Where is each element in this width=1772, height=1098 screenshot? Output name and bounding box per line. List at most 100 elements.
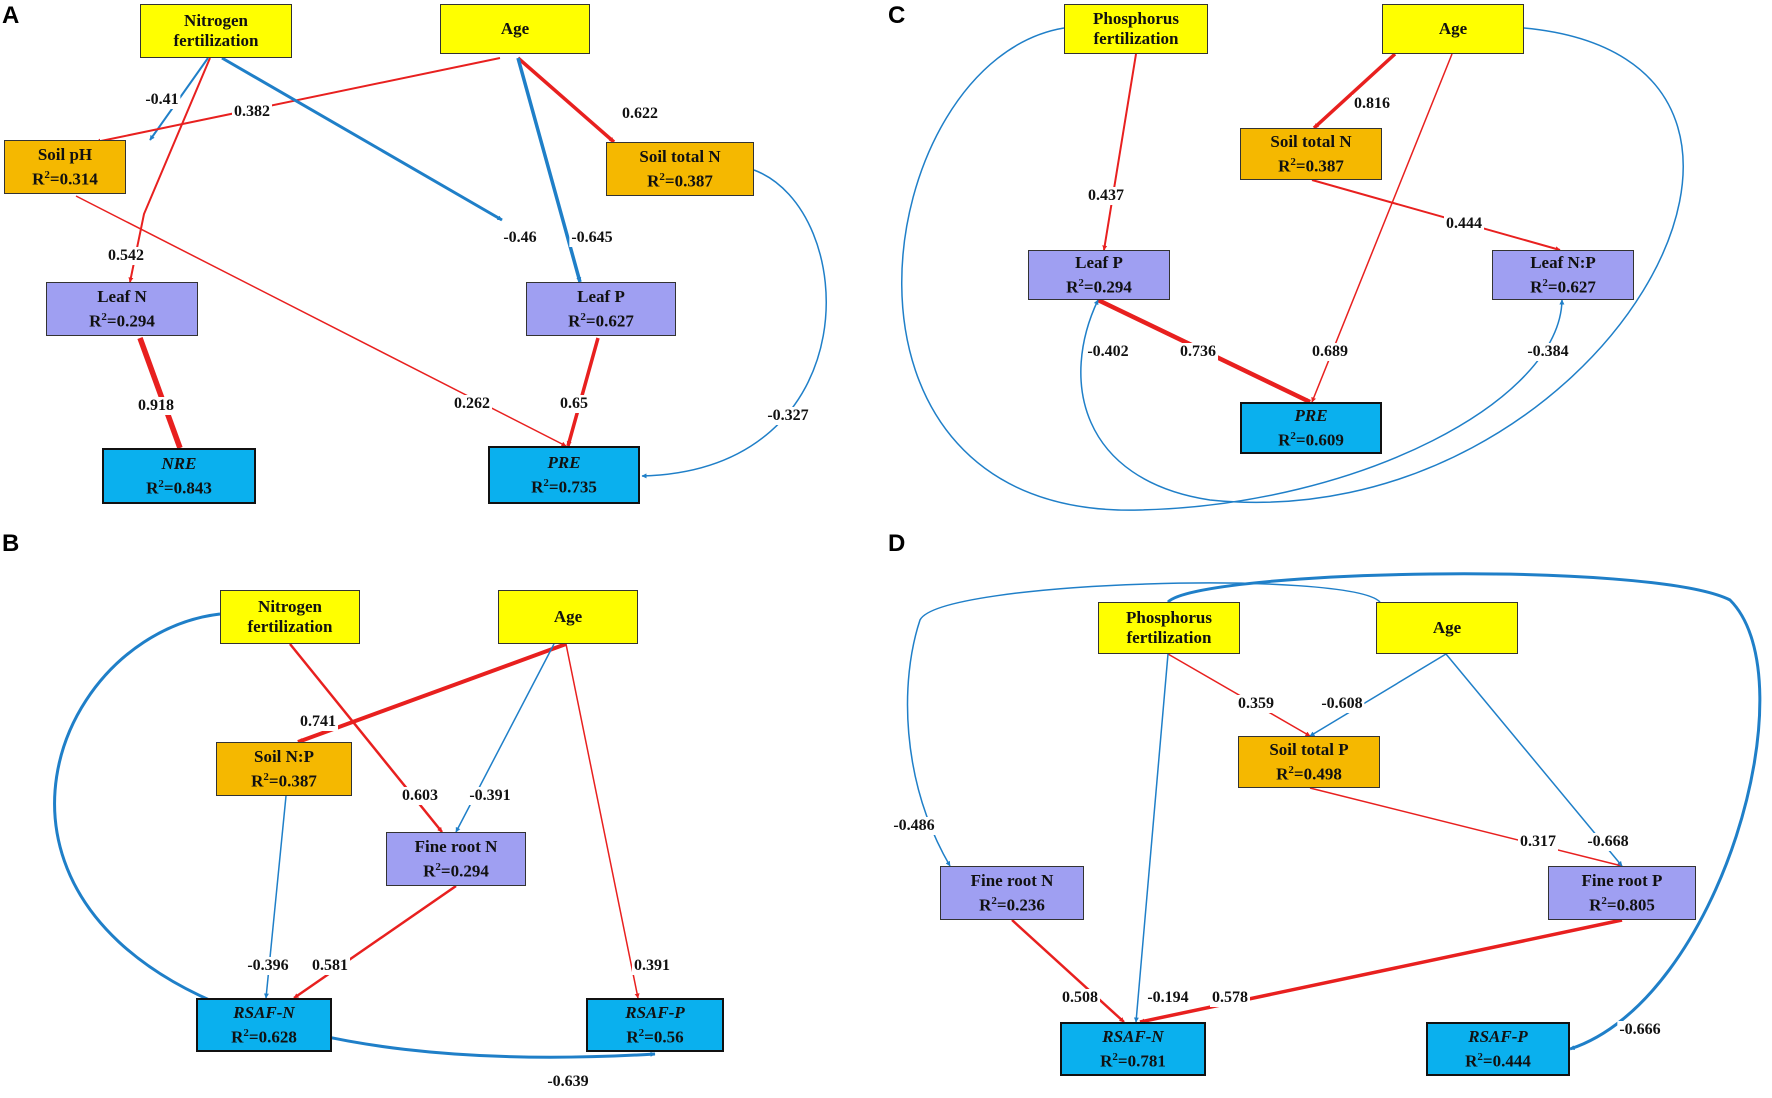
path-coefficient: 0.542 bbox=[106, 247, 146, 265]
node-label: Leaf N bbox=[97, 286, 147, 306]
node-label: Nitrogen fertilization bbox=[173, 11, 259, 50]
r-squared-value: 0.314 bbox=[59, 169, 98, 189]
node-label: Age bbox=[1432, 618, 1462, 637]
node-label: Phosphorus fertilization bbox=[1126, 608, 1212, 647]
path-coefficient: 0.65 bbox=[558, 395, 590, 413]
r-squared-value: 0.843 bbox=[173, 478, 212, 498]
r-squared-value: 0.627 bbox=[595, 311, 634, 331]
node-label: Age bbox=[553, 607, 583, 626]
path-coefficient: -0.391 bbox=[467, 787, 513, 805]
r-squared-value: 0.627 bbox=[1557, 277, 1596, 297]
node-label: Leaf P bbox=[577, 286, 625, 306]
path-arrow-age-to-lp bbox=[516, 57, 582, 283]
node-r-squared: R2=0.294 bbox=[423, 860, 489, 881]
path-coefficient: -0.41 bbox=[143, 91, 181, 109]
node-label: Nitrogen fertilization bbox=[247, 597, 333, 636]
node-label: Age bbox=[500, 19, 530, 38]
node-r-squared: R2=0.387 bbox=[647, 170, 713, 191]
path-coefficient: -0.639 bbox=[545, 1073, 591, 1091]
path-arrow-age-to-frn bbox=[906, 582, 1381, 867]
r-squared-value: 0.387 bbox=[674, 171, 713, 191]
path-coefficient: 0.603 bbox=[400, 787, 440, 805]
path-arrow-age-to-frp bbox=[1445, 653, 1623, 867]
panel-letter: A bbox=[2, 2, 20, 29]
r-squared-value: 0.805 bbox=[1616, 895, 1655, 915]
path-arrow-age-to-rsafp bbox=[565, 643, 640, 999]
node-snp: Soil N:P R2=0.387 bbox=[216, 742, 352, 796]
node-r-squared: R2=0.387 bbox=[1278, 155, 1344, 176]
path-arrow-frn-to-rsafn bbox=[1011, 919, 1125, 1023]
node-r-squared: R2=0.735 bbox=[531, 476, 597, 497]
node-label: Leaf N:P bbox=[1530, 252, 1596, 272]
node-r-squared: R2=0.444 bbox=[1465, 1050, 1531, 1071]
path-coefficient: -0.46 bbox=[501, 229, 539, 247]
node-label: Soil total N bbox=[1270, 131, 1352, 151]
path-coefficient: 0.317 bbox=[1518, 833, 1558, 851]
node-r-squared: R2=0.236 bbox=[979, 894, 1045, 915]
path-arrow-pf-to-rsafp bbox=[1166, 572, 1762, 1051]
node-nf: Nitrogen fertilization bbox=[220, 590, 360, 644]
node-age: Age bbox=[1382, 4, 1524, 54]
panel-letter: C bbox=[888, 2, 906, 29]
path-coefficient: 0.508 bbox=[1060, 989, 1100, 1007]
node-label: RSAF-P bbox=[625, 1002, 685, 1022]
node-label: Soil pH bbox=[37, 144, 93, 164]
path-coefficient: -0.396 bbox=[245, 957, 291, 975]
node-label: Soil N:P bbox=[254, 746, 314, 766]
path-coefficient: 0.382 bbox=[232, 103, 272, 121]
path-coefficient: 0.262 bbox=[452, 395, 492, 413]
node-label: Fine root P bbox=[1581, 870, 1663, 890]
node-label: Leaf P bbox=[1075, 252, 1123, 272]
r-squared-value: 0.56 bbox=[653, 1027, 684, 1047]
path-coefficient: 0.359 bbox=[1236, 695, 1276, 713]
path-coefficient: 0.622 bbox=[620, 105, 660, 123]
path-coefficient: 0.444 bbox=[1444, 215, 1484, 233]
path-arrow-age-to-lp bbox=[1080, 27, 1684, 503]
node-label: PRE bbox=[1294, 405, 1328, 425]
node-nf: Nitrogen fertilization bbox=[140, 4, 292, 58]
node-r-squared: R2=0.387 bbox=[251, 770, 317, 791]
node-label: RSAF-N bbox=[233, 1002, 295, 1022]
r-squared-value: 0.387 bbox=[278, 771, 317, 791]
node-label: Phosphorus fertilization bbox=[1093, 9, 1179, 48]
node-label: Fine root N bbox=[970, 870, 1054, 890]
node-label: RSAF-N bbox=[1102, 1026, 1164, 1046]
node-r-squared: R2=0.805 bbox=[1589, 894, 1655, 915]
path-coefficient: -0.402 bbox=[1085, 343, 1131, 361]
panel-letter: B bbox=[2, 530, 20, 557]
node-label: Age bbox=[1438, 19, 1468, 38]
path-arrow-ln-to-nre bbox=[137, 337, 183, 449]
node-pf: Phosphorus fertilization bbox=[1064, 4, 1208, 54]
r-squared-value: 0.387 bbox=[1305, 156, 1344, 176]
r-squared-value: 0.609 bbox=[1305, 430, 1344, 450]
path-coefficient: 0.437 bbox=[1086, 187, 1126, 205]
panel-letter: D bbox=[888, 530, 906, 557]
node-r-squared: R2=0.294 bbox=[1066, 276, 1132, 297]
path-coefficient: -0.608 bbox=[1319, 695, 1365, 713]
path-arrow-frn-to-rsafn bbox=[293, 884, 457, 1000]
r-squared-value: 0.735 bbox=[558, 477, 597, 497]
r-squared-value: 0.498 bbox=[1303, 764, 1342, 784]
path-coefficient: 0.918 bbox=[136, 397, 176, 415]
node-label: PRE bbox=[547, 452, 581, 472]
path-arrow-age-to-stp bbox=[1309, 653, 1447, 737]
r-squared-value: 0.294 bbox=[1093, 277, 1132, 297]
path-coefficient: 0.689 bbox=[1310, 343, 1350, 361]
node-r-squared: R2=0.843 bbox=[146, 477, 212, 498]
path-coefficient: -0.486 bbox=[891, 817, 937, 835]
node-label: Soil total P bbox=[1269, 739, 1349, 759]
path-arrow-tn-to-lnp bbox=[1311, 179, 1561, 252]
path-coefficient: -0.194 bbox=[1145, 989, 1191, 1007]
path-arrow-age-to-ph bbox=[95, 57, 501, 144]
node-age: Age bbox=[440, 4, 590, 54]
r-squared-value: 0.294 bbox=[450, 861, 489, 881]
